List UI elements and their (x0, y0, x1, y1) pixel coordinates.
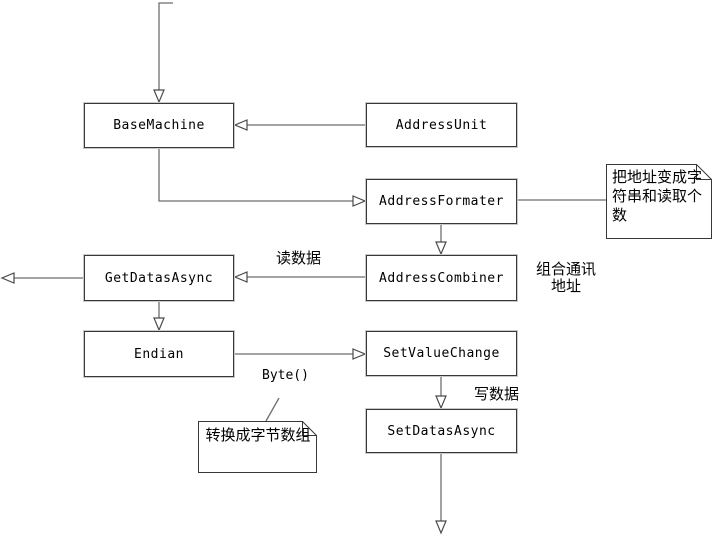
edge-label-read-data: 读数据 (276, 249, 322, 267)
edge-bytenote-anchor (265, 397, 280, 422)
edge-label-combine-address: 组合通讯 地址 (535, 260, 596, 295)
note-fold-address (696, 164, 712, 180)
node-addressunit[interactable]: AddressUnit (366, 103, 517, 147)
note-address-format[interactable]: 把地址变成字符串和读取个数 (612, 168, 703, 224)
arrowhead-left-edge (0, 272, 15, 284)
arrowhead-down-endian (153, 317, 165, 332)
arrowhead-left-getdatasasync (233, 271, 248, 283)
node-basemachine[interactable]: BaseMachine (84, 103, 234, 148)
arrowhead-down-bottom (435, 520, 447, 535)
node-setdatasasync[interactable]: SetDatasAsync (366, 409, 517, 453)
edge-label-byte-call: Byte() (262, 368, 309, 383)
arrowhead-down-addresscombiner (435, 241, 447, 256)
arrowhead-left-basemachine (233, 119, 248, 131)
note-byte-array[interactable]: 转换成字节数组 (205, 426, 311, 444)
edge-top-to-basemachine (158, 2, 173, 90)
edge-label-write-data: 写数据 (474, 385, 520, 403)
arrowhead-right-addressformater (352, 195, 367, 207)
arrowhead-down-basemachine (153, 89, 165, 104)
node-addressformater[interactable]: AddressFormater (366, 179, 517, 224)
note-shape-byte (198, 421, 317, 473)
node-getdatasasync[interactable]: GetDatasAsync (84, 255, 234, 301)
node-addresscombiner[interactable]: AddressCombiner (366, 255, 517, 301)
node-setvaluechange[interactable]: SetValueChange (366, 331, 517, 376)
arrowhead-down-setdatasasync (435, 395, 447, 410)
arrowhead-right-setvaluechange (352, 348, 367, 360)
note-fold-byte (302, 421, 317, 436)
note-shape-address (606, 164, 712, 239)
edge-basemachine-to-addressformater (158, 148, 353, 202)
node-endian[interactable]: Endian (84, 331, 234, 377)
